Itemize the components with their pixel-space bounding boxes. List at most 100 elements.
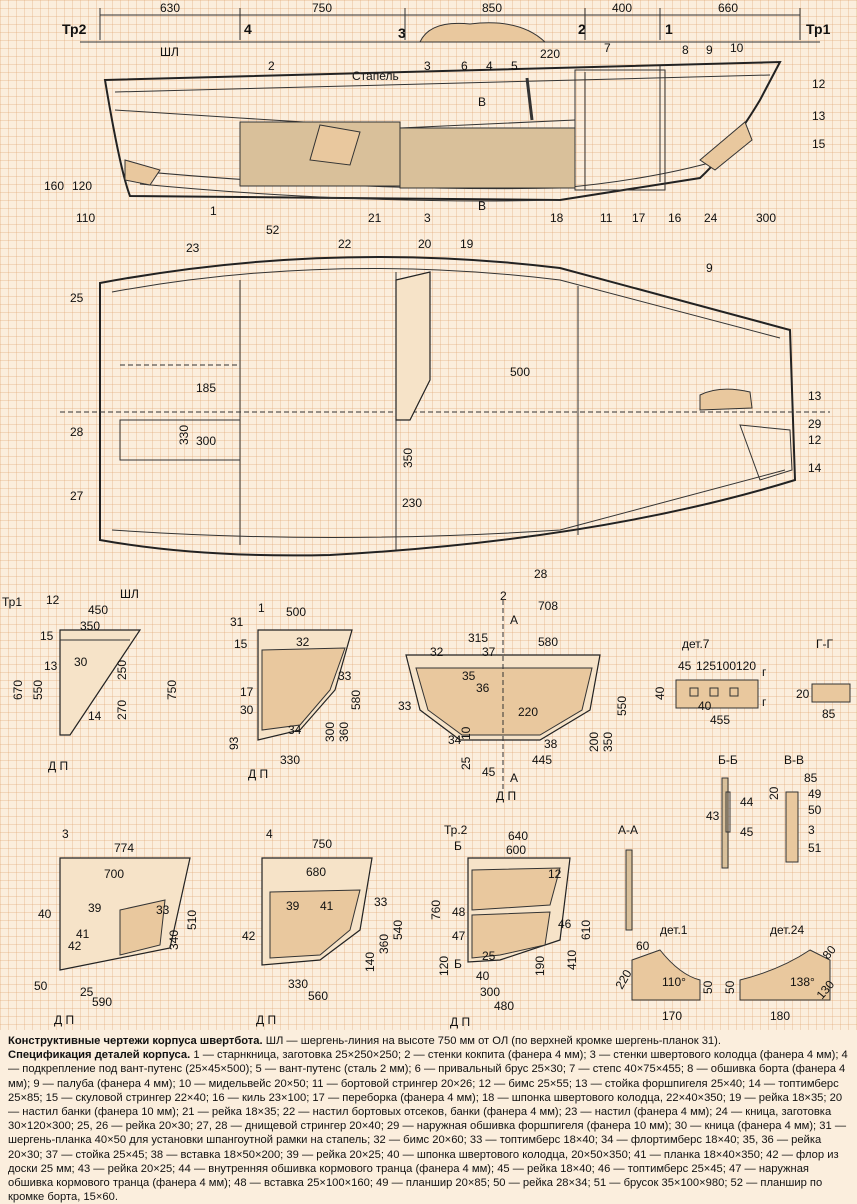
tr2-dim-410: 410 [565, 950, 579, 970]
lbl-17: 17 [632, 211, 646, 225]
st2-dim-45: 45 [482, 765, 496, 779]
aa-title: А-А [618, 823, 638, 837]
st2-dim-350: 350 [601, 732, 615, 752]
gg-title: Г-Г [816, 637, 833, 651]
gg-dim-85: 85 [822, 707, 836, 721]
plan-lbl-52: 52 [266, 223, 280, 237]
det24-dim-180: 180 [770, 1009, 790, 1023]
tr1-dim-550: 550 [31, 680, 45, 700]
st1-dim-31: 31 [230, 615, 244, 629]
st3-dim-774: 774 [114, 841, 134, 855]
lbl-8: 8 [682, 43, 689, 57]
st1-dim-15: 15 [234, 637, 248, 651]
plan-dim-185: 185 [196, 381, 216, 395]
tr2-dim-600: 600 [506, 843, 526, 857]
lbl-15: 15 [812, 137, 826, 151]
st2-a-bottom: А [510, 771, 518, 785]
plan-lbl-12: 12 [808, 433, 822, 447]
dim-850: 850 [482, 1, 502, 15]
plan-dim-350: 350 [401, 448, 415, 468]
section-b-top: В [478, 95, 486, 109]
plan-lbl-29: 29 [808, 417, 822, 431]
det7-g-top: г [762, 665, 767, 679]
spec-text: 1 — старнкница, заготовка 25×250×250; 2 … [8, 1049, 848, 1204]
gg-dim-20: 20 [796, 687, 810, 701]
tr1-dim-15: 15 [40, 629, 54, 643]
shl-label: ШЛ [160, 45, 179, 59]
st1-dim-17: 17 [240, 685, 254, 699]
st4-dp: Д П [256, 1013, 276, 1027]
st1-dp: Д П [248, 767, 268, 781]
st1-dim-500: 500 [286, 605, 306, 619]
st2-dim-37: 37 [482, 645, 496, 659]
st2-dim-315: 315 [468, 631, 488, 645]
lbl-9: 9 [706, 43, 713, 57]
st2-dim-220: 220 [518, 705, 538, 719]
lbl-6: 6 [461, 59, 468, 73]
st3-dim-41: 41 [76, 927, 90, 941]
lbl-24: 24 [704, 211, 718, 225]
st1-dim-30: 30 [240, 703, 254, 717]
vv-dim-85: 85 [804, 771, 818, 785]
vv-title: В-В [784, 753, 804, 767]
st4-dim-33: 33 [374, 895, 388, 909]
det1-title: дет.1 [660, 923, 688, 937]
plan-lbl-13: 13 [808, 389, 822, 403]
tr2-dim-640: 640 [508, 829, 528, 843]
det1-dim-170: 170 [662, 1009, 682, 1023]
lbl-21: 21 [368, 211, 382, 225]
st4-dim-540: 540 [391, 920, 405, 940]
tr2-title: Тр.2 [444, 823, 468, 837]
station-1: 1 [665, 21, 673, 37]
section-tr1: Тр1 ШЛ 450 350 15 12 670 550 30 250 270 … [2, 587, 179, 773]
lbl-4: 4 [486, 59, 493, 73]
tr2-dim-610: 610 [579, 920, 593, 940]
section-tr2: Тр.2 Б Б 640 600 12 760 48 47 46 610 410… [429, 823, 593, 1029]
st2-dim-25: 25 [459, 756, 473, 770]
lbl-7: 7 [604, 41, 611, 55]
det7-dim-40b: 40 [698, 699, 712, 713]
st3-dim-340: 340 [167, 930, 181, 950]
st2-a-top: А [510, 613, 518, 627]
tr2-dim-47: 47 [452, 929, 466, 943]
vv-dim-3: 3 [808, 823, 815, 837]
det7-dim-100: 100 [716, 659, 736, 673]
plan-lbl-28b: 28 [534, 567, 548, 581]
tr2-b-top: Б [454, 839, 462, 853]
st2-dim-580: 580 [538, 635, 558, 649]
tr1-dim-12: 12 [46, 593, 60, 607]
det1-dim-220: 220 [612, 967, 634, 992]
det24-dim-50: 50 [723, 980, 737, 994]
st2-dp: Д П [496, 789, 516, 803]
tr1-dp: Д П [48, 759, 68, 773]
vv-dim-51: 51 [808, 841, 822, 855]
tr2-dim-480: 480 [494, 999, 514, 1013]
det7-title: дет.7 [682, 637, 710, 651]
st1-title: 1 [258, 601, 265, 615]
section-b-bottom: В [478, 199, 486, 213]
st4-dim-42: 42 [242, 929, 256, 943]
tr1-dim-350: 350 [80, 619, 100, 633]
tr1-dim-13: 13 [44, 659, 58, 673]
plan-lbl-9: 9 [706, 261, 713, 275]
det7-dim-40a: 40 [653, 686, 667, 700]
dim-110: 110 [76, 211, 95, 225]
tr1-dim-450: 450 [88, 603, 108, 617]
tr1-dim-30: 30 [74, 655, 88, 669]
st2-dim-708: 708 [538, 599, 558, 613]
det7-g-bottom: г [762, 695, 767, 709]
dim-160: 160 [44, 179, 64, 193]
tr2-dim-300: 300 [480, 985, 500, 999]
det7-dim-120: 120 [736, 659, 756, 673]
spec-heading: Спецификация деталей корпуса. [8, 1049, 191, 1062]
st3-dim-33: 33 [156, 903, 170, 917]
det24-dim-138: 138° [790, 975, 815, 989]
section-vv: В-В 85 20 49 50 3 51 [767, 753, 822, 863]
st1-dim-300: 300 [323, 722, 337, 742]
lbl-18: 18 [550, 211, 564, 225]
st3-dim-510: 510 [185, 910, 199, 930]
tr2-dim-760: 760 [429, 900, 443, 920]
st3-dim-50: 50 [34, 979, 48, 993]
plan-lbl-14: 14 [808, 461, 822, 475]
lbl-5: 5 [511, 59, 518, 73]
